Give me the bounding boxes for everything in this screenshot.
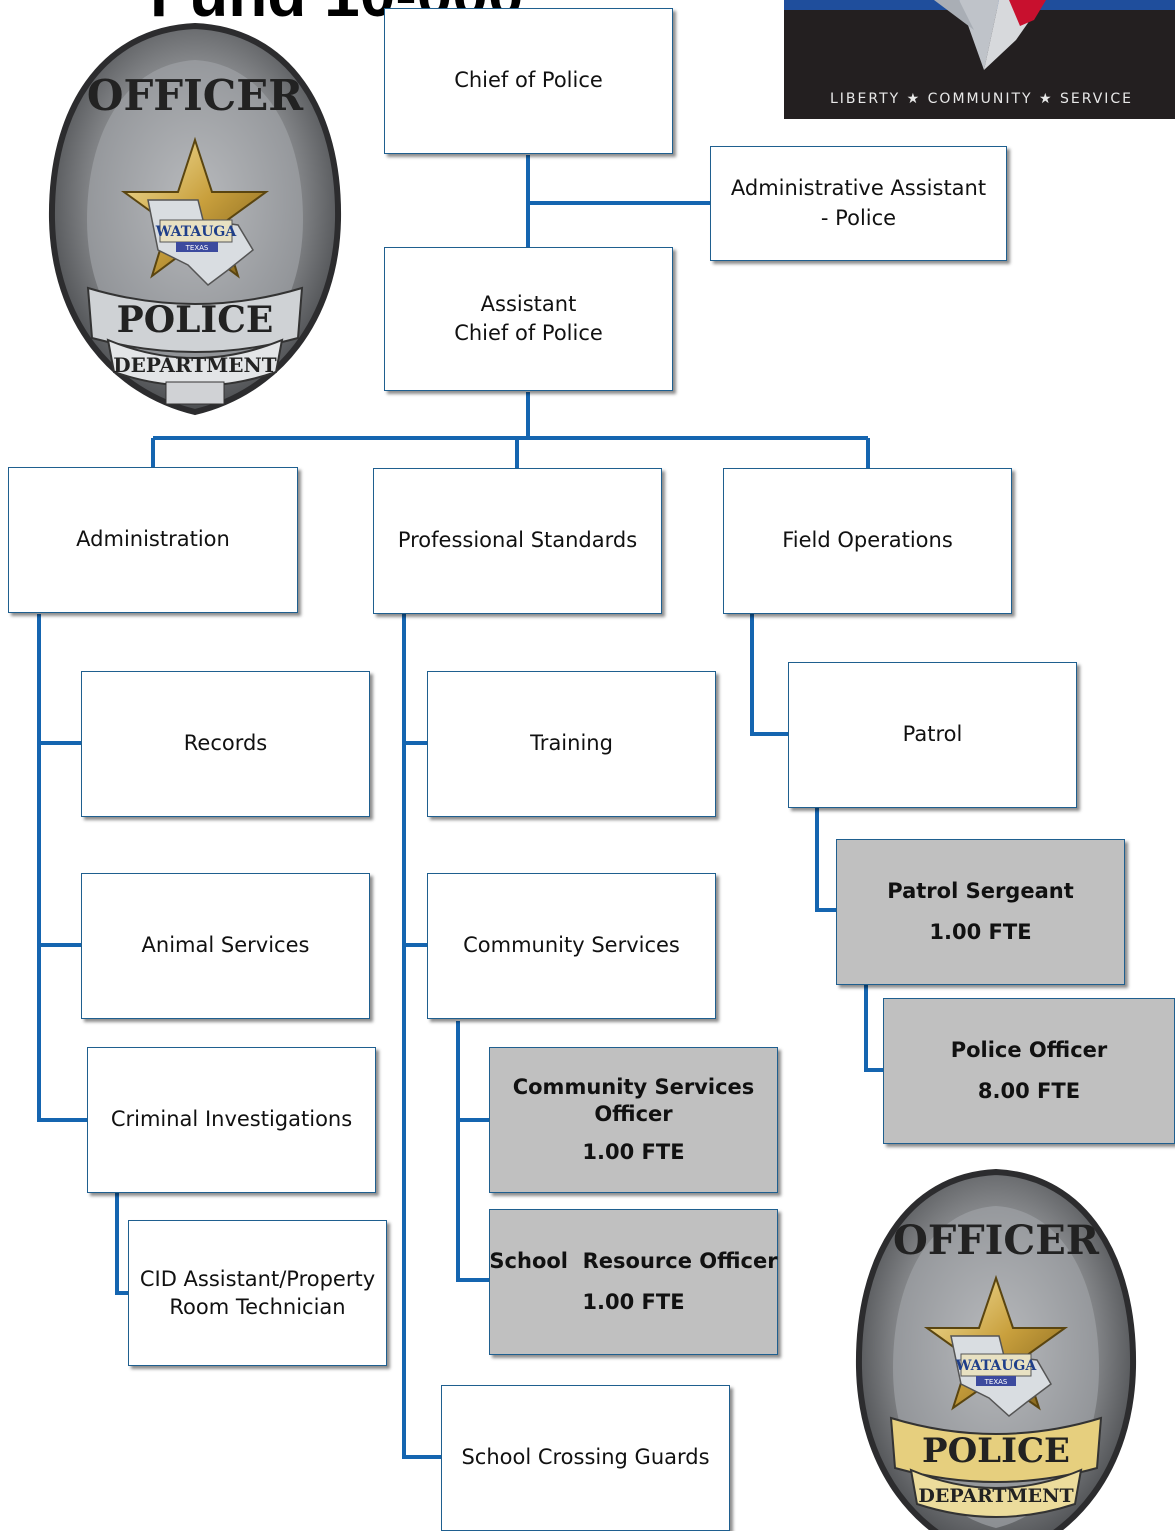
badge-banner-1: POLICE [922,1431,1070,1471]
professional-standards-division-box: Professional Standards [373,468,662,614]
community-services-unit-label: Community Services [463,933,680,958]
police-officer-title: Police Officer [950,1037,1108,1062]
training-unit-label: Training [530,731,613,756]
assistant-chief-label-line1: Assistant [480,291,577,316]
field-operations-division-label: Field Operations [782,528,953,553]
patrol-sergeant-fte: 1.00 FTE [929,920,1032,944]
badge-state: TEXAS [185,244,209,252]
patrol-sergeant-position-box: Patrol Sergeant 1.00 FTE [836,839,1125,985]
community-services-unit-box: Community Services [427,873,716,1019]
patrol-unit-box: Patrol [788,662,1077,808]
school-resource-officer-position-box: School Resource Officer 1.00 FTE [489,1209,778,1355]
badge-top-word: OFFICER [893,1217,1100,1264]
administration-division-box: Administration [8,467,298,613]
badge-state: TEXAS [984,1378,1008,1386]
cid-assistant-unit-box: CID Assistant/Property Room Technician [128,1220,387,1366]
patrol-sergeant-title: Patrol Sergeant [887,878,1074,903]
badge-top-word: OFFICER [87,71,304,120]
patrol-unit-label: Patrol [902,722,963,747]
administrative-assistant-box: Administrative Assistant - Police [710,146,1007,261]
animal-services-unit-box: Animal Services [81,873,370,1019]
administrative-assistant-label: Administrative Assistant - Police [730,176,987,230]
school-crossing-guards-unit-box: School Crossing Guards [441,1385,730,1531]
police-badge-icon: OFFICER WATAUGA TEXAS POLICE DEPARTMENT [855,1168,1137,1530]
criminal-investigations-unit-label: Criminal Investigations [110,1107,353,1132]
chief-of-police-box: Chief of Police [384,8,673,154]
assistant-chief-box: Assistant Chief of Police [384,247,673,391]
badge-banner-1: POLICE [117,299,274,341]
community-services-officer-position-box: Community Services Officer 1.00 FTE [489,1047,778,1193]
police-officer-position-box: Police Officer 8.00 FTE [883,998,1175,1144]
police-badge-icon: OFFICER WATAUGA TEXAS POLICE DEPARTMENT [48,22,342,416]
department-brand-banner: LIBERTY ★ COMMUNITY ★ SERVICE [784,0,1175,119]
texas-star-icon [784,0,1175,70]
badge-city: WATAUGA [955,1358,1038,1374]
training-unit-box: Training [427,671,716,817]
school-crossing-guards-unit-label: School Crossing Guards [461,1445,710,1470]
administration-division-label: Administration [76,527,230,552]
assistant-chief-label-line2: Chief of Police [454,321,603,345]
community-services-officer-fte: 1.00 FTE [582,1139,685,1164]
animal-services-unit-label: Animal Services [141,933,310,958]
police-officer-fte: 8.00 FTE [977,1079,1081,1103]
criminal-investigations-unit-box: Criminal Investigations [87,1047,376,1193]
school-resource-officer-title: School Resource Officer [489,1248,778,1273]
field-operations-division-box: Field Operations [723,468,1012,614]
professional-standards-division-label: Professional Standards [397,528,638,553]
badge-banner-2: DEPARTMENT [918,1485,1073,1507]
cid-assistant-unit-label: CID Assistant/Property Room Technician [139,1266,376,1319]
school-resource-officer-fte: 1.00 FTE [582,1290,685,1314]
chief-of-police-label: Chief of Police [454,68,603,93]
records-unit-label: Records [183,731,268,756]
community-services-officer-title: Community Services Officer [512,1075,755,1127]
records-unit-box: Records [81,671,370,817]
badge-city: WATAUGA [155,224,238,240]
badge-banner-2: DEPARTMENT [113,353,277,377]
brand-tagline: LIBERTY ★ COMMUNITY ★ SERVICE [830,91,1134,107]
